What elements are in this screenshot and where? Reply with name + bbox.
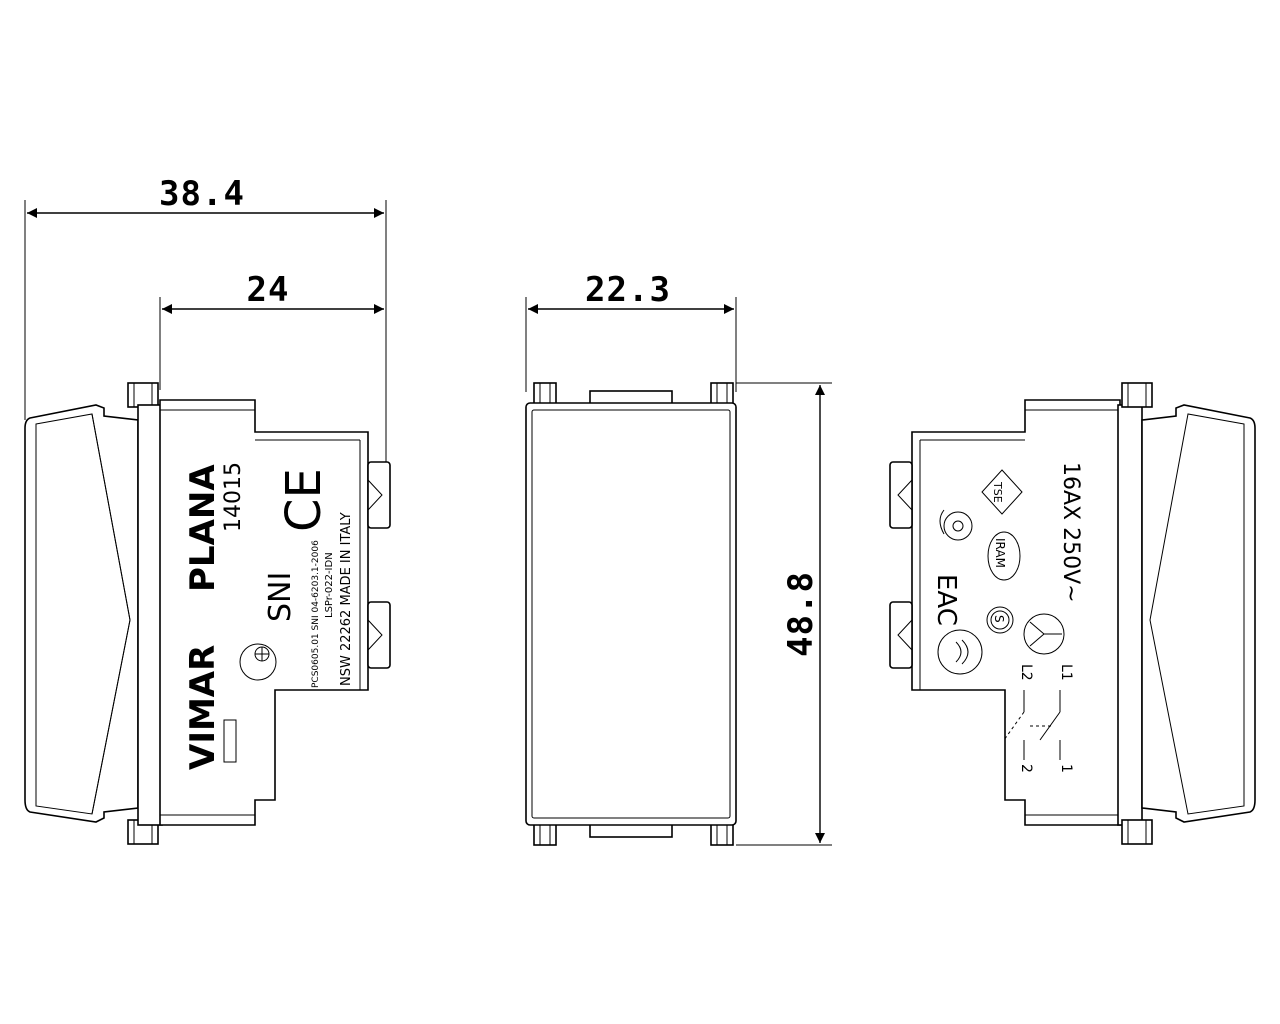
brand-label: VIMAR	[183, 645, 223, 770]
front-rocker	[525, 402, 737, 826]
svg-text:IRAM: IRAM	[993, 538, 1007, 568]
iram-mark-icon: IRAM	[987, 531, 1021, 581]
dimension-label-width: 22.3	[585, 270, 671, 310]
rating-label: 16AX 250V~	[1058, 462, 1083, 603]
left-side-view: VIMAR PLANA 14015 CE SNI PCS0605.01 SNI …	[24, 382, 391, 845]
s-mark-icon: S	[986, 606, 1014, 634]
switch-schematic-icon	[1003, 690, 1061, 760]
terminal-l1: L1	[1058, 664, 1074, 681]
tse-mark-icon: TSE	[981, 469, 1023, 515]
front-view	[525, 382, 737, 846]
dimension-label-height: 48.8	[781, 571, 821, 657]
double-arc-mark-icon	[937, 629, 983, 675]
cert-line-1: PCS0605.01 SNI 04-6203.1-2006	[311, 540, 321, 688]
terminal-l2: L2	[1018, 664, 1034, 681]
sni-mark: SNI	[263, 572, 298, 622]
right-side-view: 16AX 250V~ TSE IRAM EAC S L1	[889, 382, 1256, 845]
dimension-label-body-depth: 24	[247, 270, 290, 310]
switch-body-left	[159, 399, 369, 826]
y-mark-icon	[1023, 613, 1065, 655]
eac-mark: EAC	[931, 574, 961, 626]
round-certification-icon	[239, 643, 277, 681]
dimension-width: 22.3	[525, 270, 737, 392]
series-label: PLANA	[183, 464, 223, 592]
dimension-height: 48.8	[736, 382, 832, 846]
dimension-label-overall-depth: 38.4	[159, 174, 245, 214]
swirl-mark-icon	[939, 509, 973, 541]
switch-body-right	[911, 399, 1121, 826]
svg-text:TSE: TSE	[991, 481, 1004, 503]
terminal-1: 1	[1058, 764, 1074, 773]
terminal-2: 2	[1018, 764, 1034, 773]
rocker-cover-right	[1141, 404, 1256, 823]
dimension-overall-depth: 38.4	[24, 174, 387, 470]
rocker-cover-left	[24, 404, 139, 823]
cert-line-2: LSPr-022-IDN	[324, 552, 335, 618]
dimension-body-depth: 24	[159, 270, 384, 390]
ce-mark: CE	[276, 468, 332, 532]
cert-line-3: NSW 22262 MADE IN ITALY	[339, 512, 354, 686]
code-label: 14015	[221, 462, 246, 532]
svg-text:S: S	[992, 615, 1006, 623]
